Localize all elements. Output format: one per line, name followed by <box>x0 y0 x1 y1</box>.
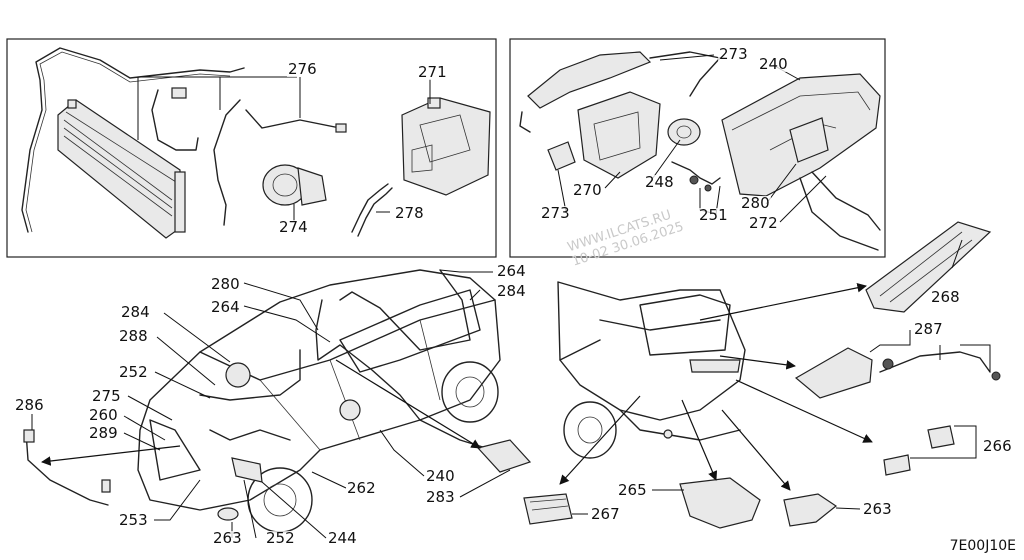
part-label-284-left[interactable]: 284 <box>120 303 151 321</box>
actuator-251[interactable] <box>671 161 721 192</box>
vehicle-front-left <box>137 269 501 533</box>
arrows <box>41 283 873 491</box>
vehicle-rear-right <box>557 281 746 459</box>
defroster-duct[interactable] <box>519 51 721 133</box>
part-label-286[interactable]: 286 <box>14 396 45 414</box>
heater-unit-271[interactable] <box>401 97 491 196</box>
part-label-267[interactable]: 267 <box>590 505 621 523</box>
part-label-273-bottom[interactable]: 273 <box>540 204 571 222</box>
blower-248[interactable] <box>667 118 701 146</box>
part-label-265[interactable]: 265 <box>617 481 648 499</box>
part-label-275[interactable]: 275 <box>91 387 122 405</box>
panel-ac-parts <box>6 38 497 258</box>
diagram-code: 7E00J10E <box>949 538 1016 554</box>
body-harness[interactable] <box>199 269 487 449</box>
part-label-252-bottom[interactable]: 252 <box>265 529 296 547</box>
spoiler-268[interactable] <box>865 221 992 313</box>
part-label-253[interactable]: 253 <box>118 511 149 529</box>
panel-heater-parts <box>509 38 886 258</box>
leader-lines <box>31 54 991 539</box>
part-label-283[interactable]: 283 <box>425 488 456 506</box>
instrument-panel-240[interactable] <box>721 73 881 197</box>
compressor[interactable] <box>262 164 327 206</box>
part-label-288[interactable]: 288 <box>118 327 149 345</box>
part-label-263-right[interactable]: 263 <box>862 500 893 518</box>
part-label-266[interactable]: 266 <box>982 437 1013 455</box>
part-label-264-left[interactable]: 264 <box>210 298 241 316</box>
part-label-244[interactable]: 244 <box>327 529 358 547</box>
heater-unit-270[interactable] <box>547 91 661 179</box>
part-label-280-panel[interactable]: 280 <box>740 194 771 212</box>
console-272[interactable] <box>799 171 881 251</box>
combination-lamp-265[interactable] <box>679 477 761 529</box>
part-label-271[interactable]: 271 <box>417 63 448 81</box>
part-label-287[interactable]: 287 <box>913 320 944 338</box>
fuse-block-283[interactable] <box>476 439 532 473</box>
part-label-274[interactable]: 274 <box>278 218 309 236</box>
ac-hose-low[interactable] <box>151 87 199 151</box>
switch-266[interactable] <box>883 425 955 476</box>
part-label-240-panel[interactable]: 240 <box>758 55 789 73</box>
drain-hose[interactable] <box>351 183 393 237</box>
ac-pipe-long[interactable] <box>21 47 245 233</box>
part-label-263-left[interactable]: 263 <box>212 529 243 547</box>
part-label-276[interactable]: 276 <box>287 60 318 78</box>
part-label-289[interactable]: 289 <box>88 424 119 442</box>
part-label-280[interactable]: 280 <box>210 275 241 293</box>
part-label-273-top[interactable]: 273 <box>718 45 749 63</box>
wiper-motor-287[interactable] <box>794 347 1001 399</box>
part-label-278[interactable]: 278 <box>394 204 425 222</box>
part-label-262[interactable]: 262 <box>346 479 377 497</box>
part-label-252-top[interactable]: 252 <box>118 363 149 381</box>
harness-286[interactable] <box>23 429 111 506</box>
part-label-264-right[interactable]: 264 <box>496 262 527 280</box>
part-label-268[interactable]: 268 <box>930 288 961 306</box>
part-label-251[interactable]: 251 <box>698 206 729 224</box>
part-label-240[interactable]: 240 <box>425 467 456 485</box>
part-label-272[interactable]: 272 <box>748 214 779 232</box>
part-label-284-right[interactable]: 284 <box>496 282 527 300</box>
bumper-lamp-263[interactable] <box>783 493 838 527</box>
ac-pipe-276b[interactable] <box>213 99 347 226</box>
license-lamp-267[interactable] <box>523 493 573 525</box>
part-label-270[interactable]: 270 <box>572 181 603 199</box>
condenser[interactable] <box>57 99 186 239</box>
part-label-260[interactable]: 260 <box>88 406 119 424</box>
part-label-248[interactable]: 248 <box>644 173 675 191</box>
